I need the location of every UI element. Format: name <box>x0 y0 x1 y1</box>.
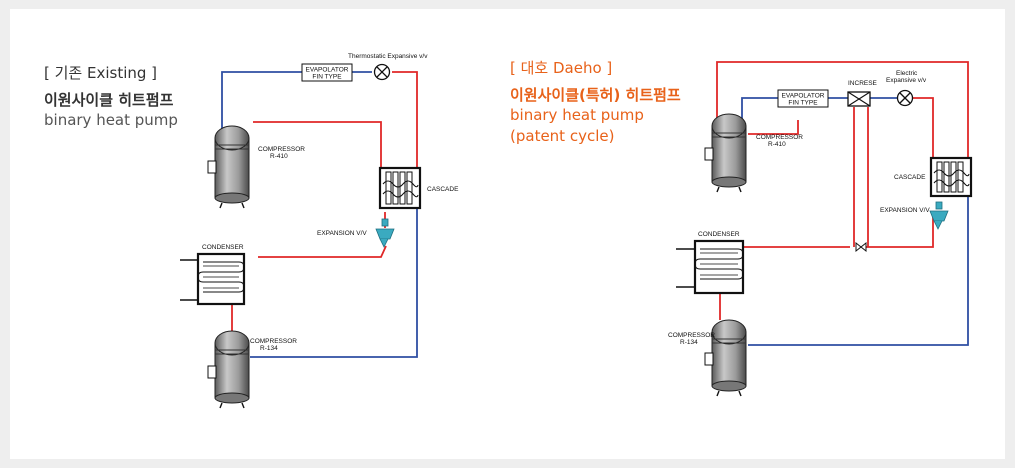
existing-compressor-bottom-icon <box>207 330 250 409</box>
existing-condenser-label: CONDENSER <box>202 244 244 251</box>
existing-compressor-top-label-2: R-410 <box>270 153 288 160</box>
existing-thermostatic-valve-label: Thermostatic Expansive v/v <box>348 53 428 60</box>
daeho-cascade-label: CASCADE <box>894 174 926 181</box>
existing-hot-pipes <box>231 71 418 335</box>
daeho-compressor-bottom-label-2: R-134 <box>680 339 698 346</box>
daeho-compressor-top-label-1: COMPRESSOR <box>756 134 803 141</box>
existing-expansion-valve-icon <box>375 218 395 248</box>
daeho-increse-label: INCRESE <box>848 80 878 87</box>
daeho-compressor-top-icon <box>704 113 747 193</box>
daeho-cascade-heat-exchanger <box>929 156 973 198</box>
daeho-condenser <box>693 239 745 295</box>
daeho-condenser-stubs <box>676 248 697 288</box>
daeho-evaporator-label-1: EVAPOLATOR <box>782 93 825 100</box>
existing-compressor-top-label-1: COMPRESSOR <box>258 146 305 153</box>
daeho-expansion-valve-icon <box>929 201 949 230</box>
daeho-compressor-bottom-label-1: COMPRESSOR <box>668 332 715 339</box>
existing-thermostatic-valve-icon <box>373 63 391 81</box>
existing-evaporator-box: EVAPOLATOR FIN TYPE <box>301 63 353 82</box>
existing-cold-pipes <box>221 71 418 358</box>
existing-title-block: [ 기존 Existing ] 이원사이클 히트펌프 binary heat p… <box>44 62 178 131</box>
daeho-title-block: [ 대호 Daeho ] 이원사이클(특허) 히트펌프 binary heat … <box>510 57 681 147</box>
daeho-evaporator-box: EVAPOLATOR FIN TYPE <box>777 89 829 108</box>
existing-compressor-top-icon <box>207 125 250 209</box>
daeho-increse-icon <box>847 91 871 107</box>
daeho-compressor-bottom-icon <box>704 319 747 397</box>
daeho-bracket-label: [ 대호 Daeho ] <box>510 59 613 77</box>
daeho-electric-valve-label-1: Electric <box>896 70 918 77</box>
existing-evaporator-label-1: EVAPOLATOR <box>306 67 349 74</box>
daeho-electric-valve-label-2: Expansive v/v <box>886 77 927 84</box>
daeho-title-ko: 이원사이클(특허) 히트펌프 <box>510 86 681 104</box>
daeho-compressor-top-label-2: R-410 <box>768 141 786 148</box>
existing-compressor-bottom-label-2: R-134 <box>260 345 278 352</box>
existing-evaporator-label-2: FIN TYPE <box>312 74 342 81</box>
daeho-evaporator-label-2: FIN TYPE <box>788 100 818 107</box>
existing-compressor-bottom-label-1: COMPRESSOR <box>250 338 297 345</box>
daeho-check-valve-icon <box>855 241 867 253</box>
existing-diagram: EVAPOLATOR FIN TYPE Thermostatic Expansi… <box>180 53 459 409</box>
daeho-electric-valve-icon <box>896 89 914 107</box>
existing-cascade-heat-exchanger <box>378 166 422 210</box>
daeho-expansion-valve-label: EXPANSION V/V <box>880 207 930 214</box>
existing-condenser <box>196 252 246 306</box>
existing-cascade-label: CASCADE <box>427 186 459 193</box>
daeho-title-en-line2: (patent cycle) <box>510 127 615 145</box>
existing-title-en: binary heat pump <box>44 111 178 129</box>
existing-condenser-stubs <box>180 259 200 301</box>
daeho-condenser-label: CONDENSER <box>698 231 740 238</box>
existing-title-ko: 이원사이클 히트펌프 <box>44 91 174 109</box>
existing-expansion-valve-label: EXPANSION V/V <box>317 230 367 237</box>
daeho-diagram: EVAPOLATOR FIN TYPE INCRESE Electric Exp… <box>668 61 973 397</box>
daeho-title-en-line1: binary heat pump <box>510 106 644 124</box>
diagram-panel <box>10 9 1005 459</box>
existing-bracket-label: [ 기존 Existing ] <box>44 64 158 82</box>
